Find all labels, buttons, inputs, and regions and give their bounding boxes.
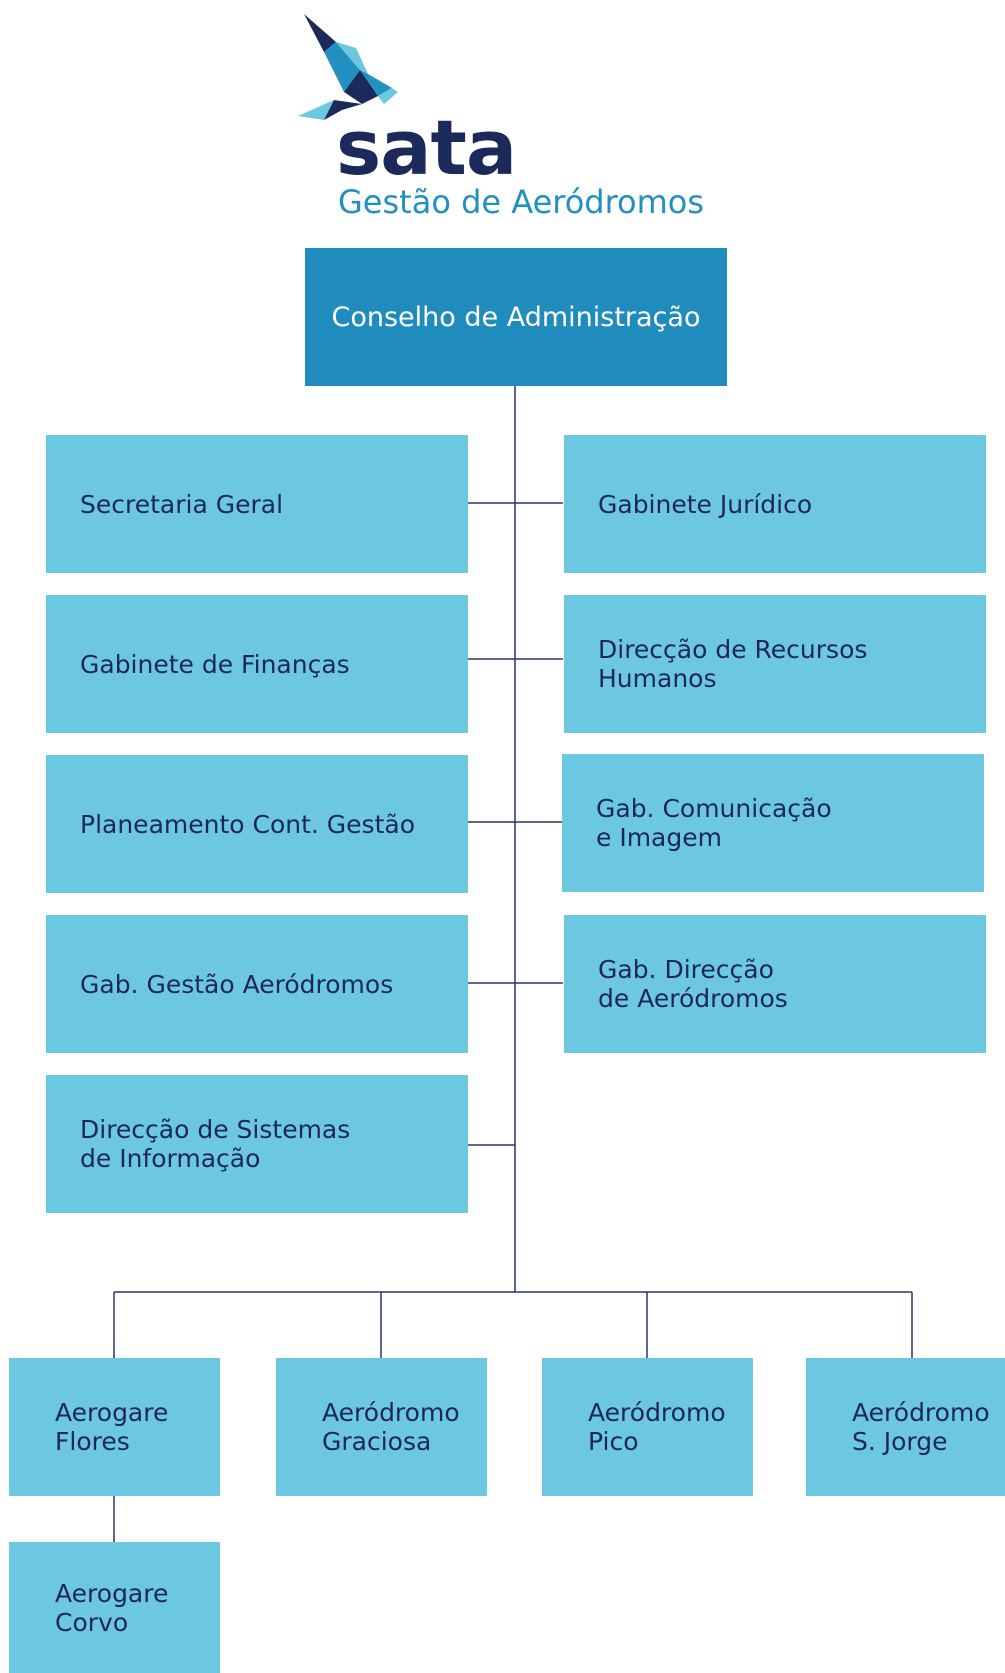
page-subtitle: Gestão de Aeródromos	[338, 183, 705, 221]
org-node-aerogare-corvo: Aerogare Corvo	[9, 1542, 220, 1673]
org-node-gestao-aerodromos: Gab. Gestão Aeródromos	[46, 915, 468, 1053]
org-node-aerodromo-graciosa: Aeródromo Graciosa	[276, 1358, 487, 1496]
org-node-planeamento: Planeamento Cont. Gestão	[46, 755, 468, 893]
org-node-aerogare-flores: Aerogare Flores	[9, 1358, 220, 1496]
sata-bird-logo	[298, 14, 398, 120]
org-node-secretaria-geral: Secretaria Geral	[46, 435, 468, 573]
org-node-direccao-aerodromos: Gab. Direcção de Aeródromos	[564, 915, 986, 1053]
org-node-root: Conselho de Administração	[305, 248, 727, 386]
org-node-sistemas-informacao: Direcção de Sistemas de Informação	[46, 1075, 468, 1213]
brand-logo-text: sata	[336, 103, 517, 192]
org-node-recursos-humanos: Direcção de Recursos Humanos	[564, 595, 986, 733]
org-node-gabinete-financas: Gabinete de Finanças	[46, 595, 468, 733]
org-node-gabinete-juridico: Gabinete Jurídico	[564, 435, 986, 573]
org-node-aerodromo-sjorge: Aeródromo S. Jorge	[806, 1358, 1005, 1496]
org-node-aerodromo-pico: Aeródromo Pico	[542, 1358, 753, 1496]
org-node-comunicacao-imagem: Gab. Comunicação e Imagem	[562, 754, 984, 892]
